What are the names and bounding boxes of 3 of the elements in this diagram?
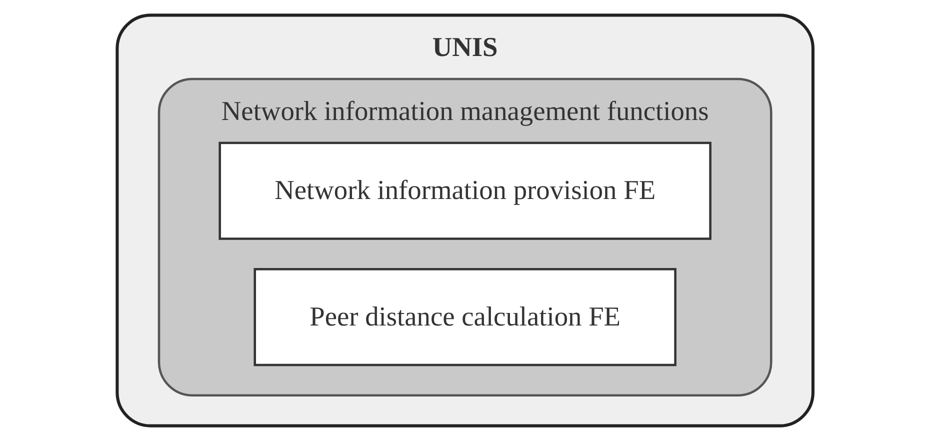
node-box	[254, 268, 677, 366]
cluster	[158, 78, 773, 397]
node-box	[219, 142, 712, 240]
